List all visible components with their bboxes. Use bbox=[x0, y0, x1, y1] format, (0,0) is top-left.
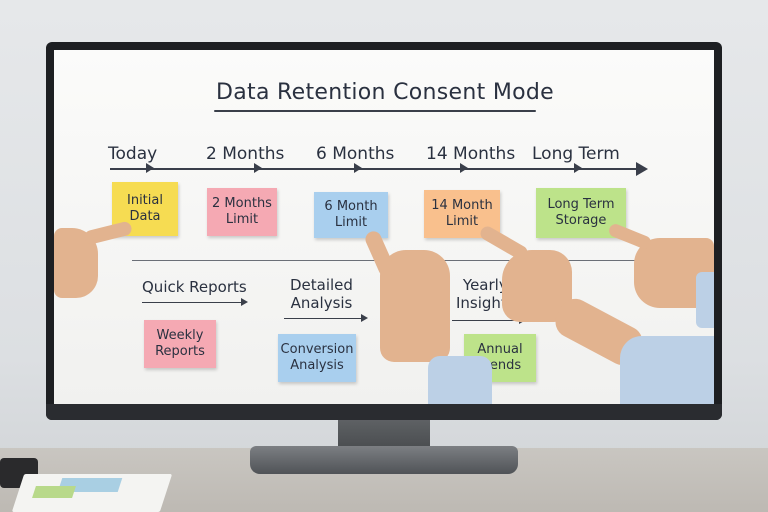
monitor-stand-base bbox=[250, 446, 518, 474]
left-hand-finger bbox=[83, 220, 133, 246]
timeline-label-2-months: 2 Months bbox=[206, 144, 285, 164]
section-arrow bbox=[142, 298, 248, 306]
timeline-line bbox=[110, 168, 640, 170]
sticky-note-conversion-analysis: Conversion Analysis bbox=[278, 334, 356, 382]
timeline-tick bbox=[354, 163, 362, 173]
section-arrow bbox=[284, 314, 368, 322]
sticky-note-weekly-reports: Weekly Reports bbox=[144, 320, 216, 368]
timeline-arrowhead bbox=[636, 162, 648, 176]
timeline-tick bbox=[460, 163, 468, 173]
section-label-detailed-analysis: Detailed Analysis bbox=[290, 276, 353, 312]
timeline-label-long-term: Long Term bbox=[532, 144, 620, 164]
far-right-sleeve bbox=[696, 272, 714, 328]
right-sleeve bbox=[620, 336, 714, 404]
timeline-tick bbox=[146, 163, 154, 173]
center-sleeve bbox=[428, 356, 492, 404]
sticky-note-2-months-limit: 2 Months Limit bbox=[207, 188, 277, 236]
timeline-label-14-months: 14 Months bbox=[426, 144, 516, 164]
section-label-quick-reports: Quick Reports bbox=[142, 278, 247, 296]
far-right-hand-finger bbox=[607, 222, 653, 251]
sticky-note-14-month-limit: 14 Month Limit bbox=[424, 190, 500, 238]
sticky-note-6-month-limit: 6 Month Limit bbox=[314, 192, 388, 238]
sticky-note-long-term-storage: Long Term Storage bbox=[536, 188, 626, 238]
title-underline bbox=[214, 110, 536, 112]
monitor-screen: Data Retention Consent Mode Today 2 Mont… bbox=[54, 50, 714, 404]
right-hand-finger bbox=[477, 223, 531, 263]
board-title: Data Retention Consent Mode bbox=[216, 80, 554, 105]
timeline-label-today: Today bbox=[108, 144, 158, 164]
timeline-label-6-months: 6 Months bbox=[316, 144, 395, 164]
monitor-chin bbox=[46, 404, 722, 420]
section-label-yearly-insights: Yearly Insights bbox=[456, 276, 515, 312]
desk-sticky-note bbox=[32, 486, 76, 498]
timeline-tick bbox=[254, 163, 262, 173]
timeline-tick bbox=[574, 163, 582, 173]
